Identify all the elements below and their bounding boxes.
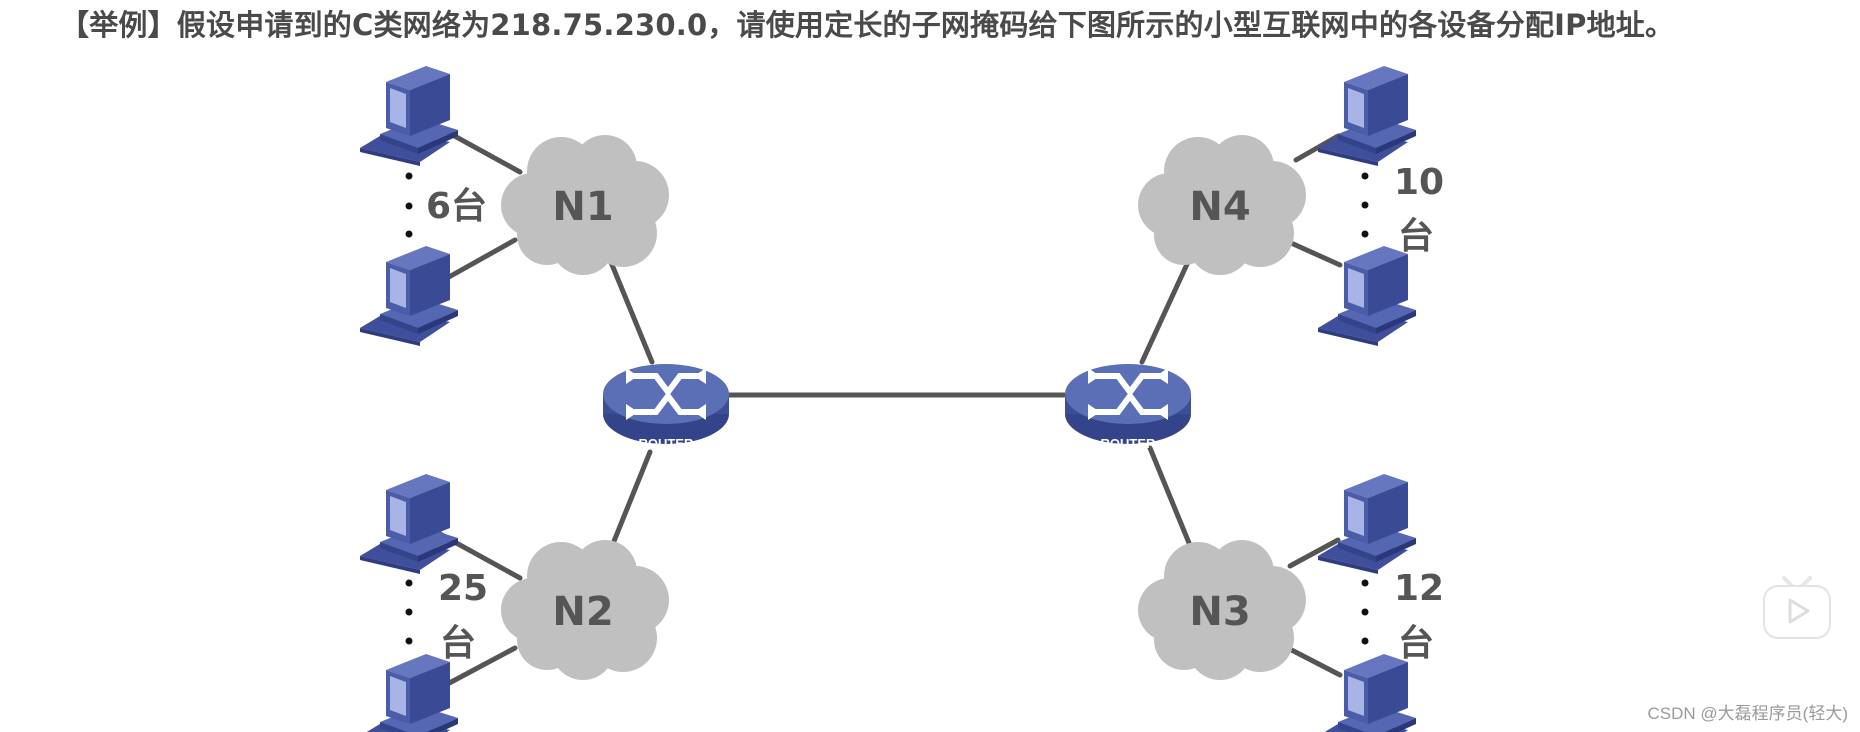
router-icon: [1065, 364, 1191, 444]
dot: [405, 230, 413, 238]
dot: [1361, 201, 1369, 209]
network-n4: N4: [1138, 135, 1306, 275]
host-count-n2-number: 25: [438, 568, 488, 609]
computer-icon: [1318, 474, 1416, 574]
link-pc-n2-bottom: [437, 645, 518, 691]
link-router2-n3: [1147, 445, 1199, 563]
router-label: ROUTER: [1101, 436, 1157, 451]
network-label-n2: N2: [552, 589, 613, 635]
dot: [405, 202, 413, 210]
dot: [405, 579, 413, 587]
computer-icon: [1318, 66, 1416, 166]
router-icon: [603, 364, 729, 444]
ellipsis-dots: [405, 172, 1369, 645]
dot: [405, 172, 413, 180]
dot: [1361, 579, 1369, 587]
tv-play-icon[interactable]: [1762, 574, 1832, 640]
dot: [1361, 608, 1369, 616]
computer-icon: [360, 474, 458, 574]
dot: [1361, 230, 1369, 238]
network-n1: N1: [501, 135, 669, 275]
router-2: ROUTER: [1065, 364, 1191, 451]
page-title: 【举例】假设申请到的C类网络为218.75.230.0，请使用定长的子网掩码给下…: [60, 8, 1675, 42]
host-count-n3-number: 12: [1394, 568, 1444, 609]
computer-icon: [360, 654, 458, 732]
watermark: CSDN @大磊程序员(轻大): [1647, 704, 1848, 723]
computer-icon: [1318, 654, 1416, 732]
router-label: ROUTER: [639, 436, 695, 451]
host-count-n4-number: 10: [1394, 162, 1444, 203]
link-n3-pc-top: [1287, 537, 1341, 569]
network-n3: N3: [1138, 540, 1306, 680]
link-router1-n2: [605, 449, 653, 559]
host-count-n2-unit: 台: [440, 623, 476, 664]
network-label-n3: N3: [1189, 589, 1250, 635]
link-n1-router1: [605, 252, 655, 365]
link-n4-router2: [1139, 259, 1191, 365]
dot: [405, 637, 413, 645]
router-1: ROUTER: [603, 364, 729, 451]
link-n4-pc-top: [1293, 133, 1341, 163]
computer-icon: [360, 66, 458, 166]
host-count-n4-unit: 台: [1398, 216, 1434, 257]
dot: [1361, 172, 1369, 180]
network-label-n4: N4: [1189, 184, 1250, 230]
host-count-n3-unit: 台: [1398, 623, 1434, 664]
computer-icon: [360, 246, 458, 346]
network-label-n1: N1: [552, 184, 613, 230]
host-count-n1: 6台: [426, 186, 487, 227]
dot: [1361, 637, 1369, 645]
network-n2: N2: [501, 540, 669, 680]
link-pc-n1-bottom: [437, 237, 518, 285]
dot: [405, 608, 413, 616]
